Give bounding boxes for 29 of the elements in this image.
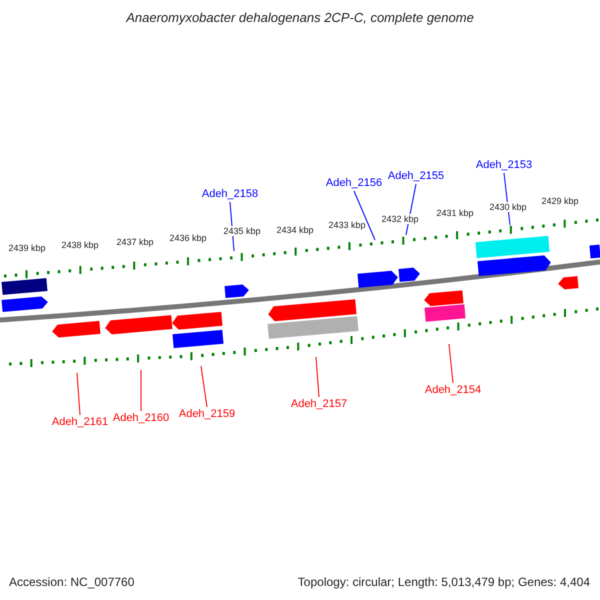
leader-line: [76, 372, 80, 416]
gene-label: Adeh_2156: [326, 177, 382, 189]
scale-label: 2439 kbp: [8, 243, 46, 253]
footer-text: Accession: NC_007760: [9, 575, 134, 589]
scale-label: 2430 kbp: [489, 202, 527, 212]
gene-label: Adeh_2158: [202, 188, 258, 200]
scale-label: 2433 kbp: [328, 220, 366, 230]
gene-label: Adeh_2161: [52, 416, 108, 428]
gene-label: Adeh_2157: [290, 398, 348, 410]
scale-label: 2438 kbp: [61, 240, 99, 250]
leader-line: [448, 344, 454, 384]
title: Anaeromyxobacter dehalogenans 2CP-C, complete genome: [126, 10, 474, 25]
gene-label: Adeh_2155: [388, 170, 444, 182]
scale-label: 2436 kbp: [169, 233, 207, 243]
scale-label: 2432 kbp: [381, 214, 419, 224]
scale-label: 2431 kbp: [436, 208, 474, 218]
gene-label: Adeh_2153: [476, 159, 532, 171]
leader-line: [354, 190, 376, 240]
scale-label: 2435 kbp: [223, 226, 261, 236]
leader-line: [316, 356, 320, 398]
gene-label: Adeh_2160: [112, 412, 170, 424]
scale-label: 2434 kbp: [276, 225, 314, 235]
footer-text: Topology: circular; Length: 5,013,479 bp; Genes: 4,404: [298, 575, 590, 589]
gene-label: Adeh_2159: [178, 408, 236, 420]
leader-line: [200, 366, 208, 408]
leader-line: [140, 370, 142, 412]
scale-label: 2429 kbp: [541, 196, 579, 206]
scale-label: 2437 kbp: [116, 237, 154, 247]
gene-label: Adeh_2154: [424, 384, 482, 396]
